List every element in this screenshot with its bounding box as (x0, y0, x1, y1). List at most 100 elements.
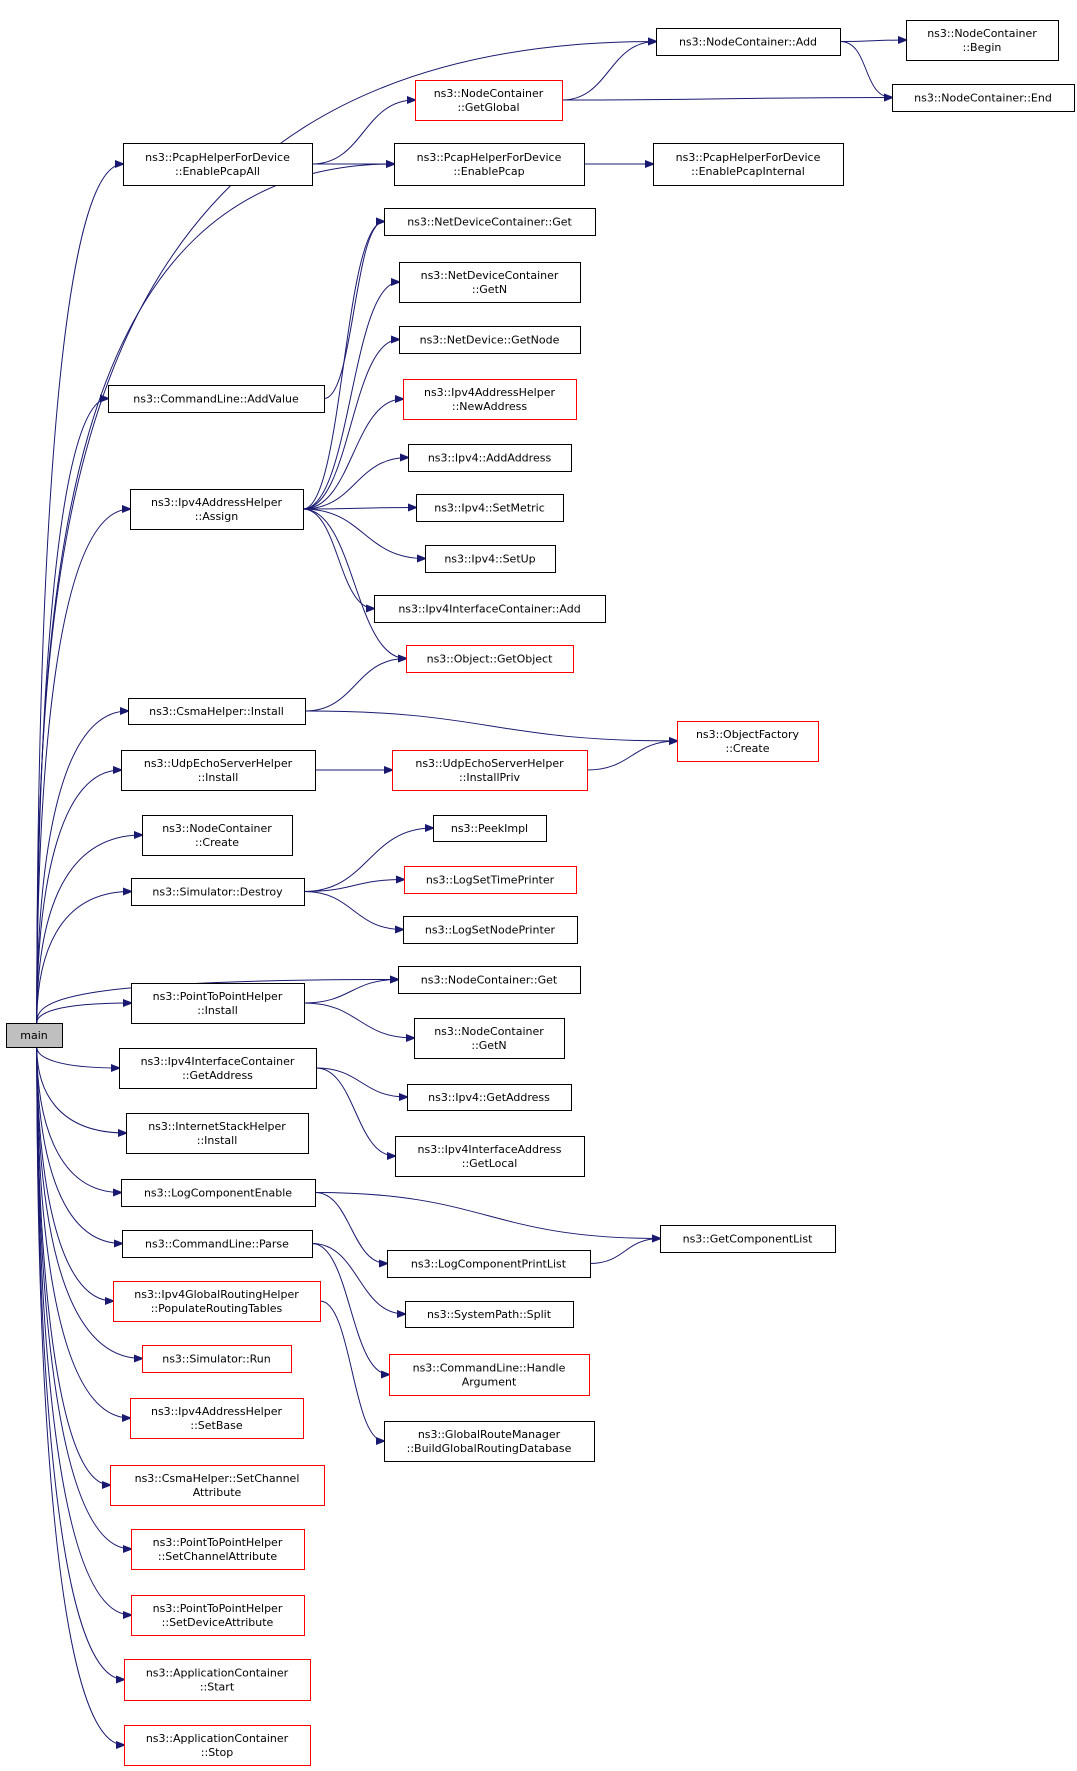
node-label: ::Create (195, 836, 239, 849)
node-udp-install[interactable]: ns3::UdpEchoServerHelper::Install (121, 750, 316, 791)
node-nc-add[interactable]: ns3::NodeContainer::Add (656, 28, 841, 56)
node-label: ns3::PointToPointHelper (153, 990, 283, 1003)
node-nc-getglobal[interactable]: ns3::NodeContainer::GetGlobal (415, 80, 563, 121)
edge-ipv4ah-assign-to-ipv4ah-newaddr (302, 399, 403, 510)
node-box (374, 595, 606, 623)
node-label: ns3::CsmaHelper::SetChannel (135, 1472, 300, 1485)
node-box (6, 1023, 63, 1048)
node-main[interactable]: main (6, 1023, 63, 1048)
node-ipv4ia-getlocal[interactable]: ns3::Ipv4InterfaceAddress::GetLocal (395, 1136, 585, 1177)
node-csma-install[interactable]: ns3::CsmaHelper::Install (128, 698, 306, 725)
node-label: ns3::CommandLine::Handle (413, 1362, 566, 1375)
node-nc-get[interactable]: ns3::NodeContainer::Get (398, 966, 581, 994)
node-label: ns3::NodeContainer (434, 1025, 544, 1038)
node-grm-build[interactable]: ns3::GlobalRouteManager::BuildGlobalRout… (384, 1421, 595, 1462)
node-nc-begin[interactable]: ns3::NodeContainer::Begin (906, 20, 1059, 61)
node-box (394, 143, 585, 186)
node-ipv4ah-newaddr[interactable]: ns3::Ipv4AddressHelper::NewAddress (403, 379, 577, 420)
node-box (399, 326, 581, 354)
node-logsetnode[interactable]: ns3::LogSetNodePrinter (403, 916, 578, 944)
node-logcompenable[interactable]: ns3::LogComponentEnable (121, 1179, 316, 1207)
edge-main-to-csma-setchan (36, 1046, 110, 1485)
node-pcap-internal[interactable]: ns3::PcapHelperForDevice::EnablePcapInte… (653, 143, 844, 186)
node-box (108, 385, 325, 413)
edge-ipv4ah-assign-to-ipv4-setup (302, 508, 425, 559)
node-ac-stop[interactable]: ns3::ApplicationContainer::Stop (124, 1725, 311, 1766)
node-ipv4ah-assign[interactable]: ns3::Ipv4AddressHelper::Assign (130, 489, 304, 530)
edge-ipv4ic-getaddr-to-ipv4ia-getlocal (315, 1067, 395, 1156)
node-label: ns3::Ipv4::SetUp (444, 553, 535, 566)
node-label: ns3::NetDevice::GetNode (420, 334, 560, 347)
node-sim-destroy[interactable]: ns3::Simulator::Destroy (131, 878, 305, 906)
edge-main-to-ac-start (36, 1046, 124, 1680)
node-ipv4ah-setbase[interactable]: ns3::Ipv4AddressHelper::SetBase (130, 1398, 304, 1439)
node-label: ns3::Ipv4::GetAddress (428, 1091, 550, 1104)
edge-main-to-udp-install (36, 770, 121, 1024)
node-label: ::GetN (471, 1039, 506, 1052)
node-box (653, 143, 844, 186)
node-pcap-all[interactable]: ns3::PcapHelperForDevice::EnablePcapAll (123, 143, 313, 186)
edge-logcompenable-to-logcompprint (314, 1192, 387, 1264)
node-ish-install[interactable]: ns3::InternetStackHelper::Install (126, 1113, 309, 1154)
node-getcomplist[interactable]: ns3::GetComponentList (660, 1225, 836, 1253)
node-label: ns3::PcapHelperForDevice (676, 151, 821, 164)
node-label: ::Assign (195, 510, 238, 523)
node-nc-getn[interactable]: ns3::NodeContainer::GetN (414, 1018, 565, 1059)
node-box (384, 1421, 595, 1462)
node-sim-run[interactable]: ns3::Simulator::Run (142, 1345, 292, 1373)
node-ndc-get[interactable]: ns3::NetDeviceContainer::Get (384, 208, 596, 236)
node-box (384, 208, 596, 236)
node-udp-installpriv[interactable]: ns3::UdpEchoServerHelper::InstallPriv (392, 750, 588, 791)
node-p2p-install[interactable]: ns3::PointToPointHelper::Install (131, 983, 305, 1024)
edge-grh-populate-to-grm-build (319, 1300, 384, 1441)
node-p2p-setchan[interactable]: ns3::PointToPointHelper::SetChannelAttri… (131, 1529, 305, 1570)
edge-main-to-logcompenable (36, 1046, 121, 1193)
node-box (142, 815, 293, 856)
node-cl-addvalue[interactable]: ns3::CommandLine::AddValue (108, 385, 325, 413)
node-ndc-getn[interactable]: ns3::NetDeviceContainer::GetN (399, 262, 581, 303)
node-of-create[interactable]: ns3::ObjectFactory::Create (677, 721, 819, 762)
node-ac-start[interactable]: ns3::ApplicationContainer::Start (124, 1659, 311, 1701)
node-ipv4ic-add[interactable]: ns3::Ipv4InterfaceContainer::Add (374, 595, 606, 623)
node-nc-end[interactable]: ns3::NodeContainer::End (892, 84, 1075, 112)
node-box (425, 545, 556, 573)
node-peekimpl[interactable]: ns3::PeekImpl (433, 815, 547, 842)
edge-ipv4ic-getaddr-to-ipv4-getaddr (315, 1067, 407, 1097)
node-nd-getnode[interactable]: ns3::NetDevice::GetNode (399, 326, 581, 354)
node-box (406, 645, 574, 673)
node-cl-parse[interactable]: ns3::CommandLine::Parse (122, 1230, 313, 1258)
node-sp-split[interactable]: ns3::SystemPath::Split (405, 1301, 574, 1328)
node-ipv4ic-getaddr[interactable]: ns3::Ipv4InterfaceContainer::GetAddress (119, 1048, 317, 1089)
node-label: ::InstallPriv (459, 771, 521, 784)
edge-main-to-cl-parse (36, 1046, 122, 1244)
node-p2p-setdev[interactable]: ns3::PointToPointHelper::SetDeviceAttrib… (131, 1595, 305, 1636)
node-label: ns3::NodeContainer (927, 27, 1037, 40)
node-label: ::GetAddress (182, 1069, 253, 1082)
node-obj-getobject[interactable]: ns3::Object::GetObject (406, 645, 574, 673)
node-logsettime[interactable]: ns3::LogSetTimePrinter (404, 866, 577, 894)
node-box (656, 28, 841, 56)
node-label: ns3::LogSetNodePrinter (425, 924, 556, 937)
node-pcap-enable[interactable]: ns3::PcapHelperForDevice::EnablePcap (394, 143, 585, 186)
node-ipv4-addaddr[interactable]: ns3::Ipv4::AddAddress (408, 444, 572, 472)
node-label: ns3::Ipv4InterfaceContainer (141, 1055, 295, 1068)
node-logcompprint[interactable]: ns3::LogComponentPrintList (387, 1250, 591, 1278)
node-label: ::GetN (472, 283, 507, 296)
node-label: ns3::PcapHelperForDevice (145, 151, 290, 164)
edge-p2p-install-to-nc-get (303, 980, 398, 1004)
node-csma-setchan[interactable]: ns3::CsmaHelper::SetChannelAttribute (110, 1465, 325, 1506)
edge-ipv4ah-assign-to-ndc-get (302, 222, 384, 510)
node-ipv4-setmetric[interactable]: ns3::Ipv4::SetMetric (416, 494, 564, 522)
node-box (408, 444, 572, 472)
node-box (392, 750, 588, 791)
edge-ipv4ah-assign-to-nd-getnode (302, 340, 399, 510)
node-ipv4-setup[interactable]: ns3::Ipv4::SetUp (425, 545, 556, 573)
node-ipv4-getaddr[interactable]: ns3::Ipv4::GetAddress (407, 1084, 572, 1111)
node-box (121, 750, 316, 791)
edge-ipv4ah-assign-to-obj-getobject (302, 508, 406, 659)
edge-ipv4ah-assign-to-ipv4-setmetric (302, 508, 416, 510)
node-nc-create[interactable]: ns3::NodeContainer::Create (142, 815, 293, 856)
node-box (405, 1301, 574, 1328)
node-grh-populate[interactable]: ns3::Ipv4GlobalRoutingHelper::PopulateRo… (113, 1281, 321, 1322)
